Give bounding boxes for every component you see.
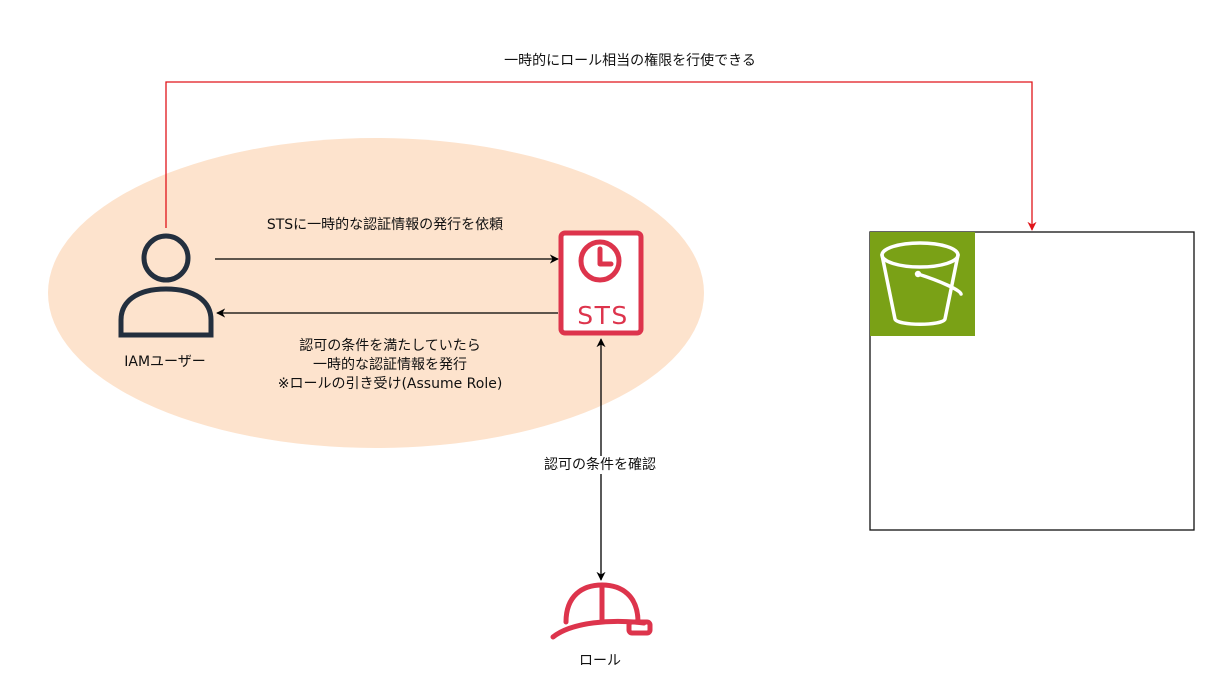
sts-text: STS	[577, 301, 629, 330]
request-arrow-label: STSに一時的な認証情報の発行を依頼	[266, 217, 504, 233]
iam-user-icon	[118, 233, 214, 338]
confirm-arrow-label: 認可の条件を確認	[500, 456, 700, 474]
response-arrow-label: 認可の条件を満たしていたら 一時的な認証情報を発行 ※ロールの引き受け(Assu…	[240, 337, 540, 394]
hardhat-role-icon	[550, 582, 653, 640]
trust-boundary-ellipse	[48, 138, 704, 448]
sts-icon: STS	[558, 230, 644, 336]
access-arrow	[165, 81, 1037, 231]
response-label-line: 一時的な認証情報を発行	[313, 357, 467, 373]
top-arrow-label: 一時的にロール相当の権限を行使できる	[504, 53, 756, 69]
s3-bucket-icon	[870, 232, 975, 336]
role-label: ロール	[579, 653, 621, 669]
clock-icon	[578, 239, 622, 283]
iam-user-label: IAMユーザー	[124, 354, 206, 370]
response-label-line: ※ロールの引き受け(Assume Role)	[277, 376, 503, 392]
response-label-line: 認可の条件を満たしていたら	[299, 338, 481, 354]
